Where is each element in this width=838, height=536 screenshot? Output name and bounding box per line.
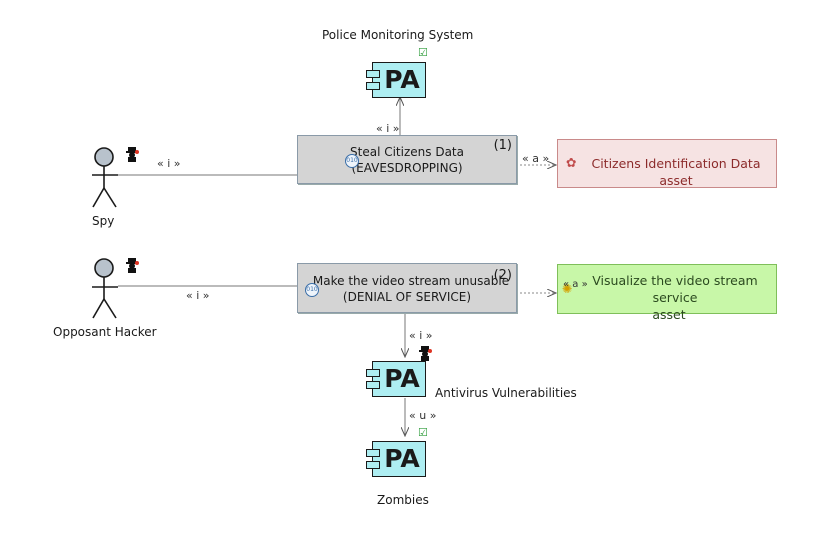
dos-to-antivirus-stereotype: « i » bbox=[409, 329, 433, 342]
police-component-title: Police Monitoring System bbox=[322, 28, 474, 42]
steal-to-police-stereotype: « i » bbox=[376, 122, 400, 135]
antivirus-component-title: Antivirus Vulnerabilities bbox=[435, 386, 577, 400]
asset-label-line1: Visualize the video stream service bbox=[592, 273, 758, 305]
asset-label: Citizens Identification Data asset bbox=[591, 156, 761, 188]
component-label: PA bbox=[384, 444, 420, 473]
action-number: (2) bbox=[493, 268, 512, 283]
citizens-data-asset[interactable]: ✿ Citizens Identification Data asset bbox=[557, 139, 777, 188]
police-component[interactable]: PA bbox=[366, 62, 426, 98]
action-subtitle: (DENIAL OF SERVICE) bbox=[342, 290, 472, 304]
hacker-figure[interactable] bbox=[92, 258, 118, 319]
component-port-icon bbox=[366, 449, 380, 457]
denial-of-service-action[interactable]: 010 (2) Make the video stream unusable (… bbox=[297, 263, 517, 313]
spy-figure[interactable] bbox=[92, 147, 118, 208]
hacker-icon bbox=[126, 147, 139, 162]
zombies-component[interactable]: PA bbox=[366, 441, 426, 477]
asset-flower-icon: ✿ bbox=[566, 155, 577, 170]
component-label: PA bbox=[384, 65, 420, 94]
antivirus-component[interactable]: PA bbox=[366, 361, 426, 397]
component-label: PA bbox=[384, 364, 420, 393]
binary-icon: 010 bbox=[305, 283, 319, 297]
hacker-icon bbox=[126, 258, 139, 273]
zombies-component-title: Zombies bbox=[377, 493, 429, 507]
check-icon: ☑ bbox=[418, 426, 428, 439]
component-port-icon bbox=[366, 369, 380, 377]
action-number: (1) bbox=[493, 138, 512, 153]
asset-sun-icon: ✺ bbox=[562, 281, 573, 296]
check-icon: ☑ bbox=[418, 46, 428, 59]
binary-icon: 010 bbox=[345, 154, 359, 168]
hacker-actor-name: Opposant Hacker bbox=[53, 325, 157, 339]
steal-to-citizens-stereotype: « a » bbox=[522, 152, 550, 165]
hacker-icon bbox=[419, 346, 432, 361]
steal-citizens-data-action[interactable]: 010 (1) Steal Citizens Data (EAVESDROPPI… bbox=[297, 135, 517, 184]
hacker-to-dos-stereotype: « i » bbox=[186, 289, 210, 302]
action-title: Steal Citizens Data bbox=[350, 145, 464, 159]
action-subtitle: (EAVESDROPPING) bbox=[351, 161, 463, 175]
component-port-icon bbox=[366, 82, 380, 90]
component-port-icon bbox=[366, 461, 380, 469]
dos-to-video-stereotype: « a » bbox=[563, 279, 588, 290]
component-port-icon bbox=[366, 381, 380, 389]
action-title: Make the video stream unusable bbox=[312, 274, 510, 288]
asset-label-line2: asset bbox=[652, 307, 686, 322]
spy-to-steal-stereotype: « i » bbox=[157, 157, 181, 170]
antivirus-to-zombies-stereotype: « u » bbox=[409, 409, 437, 422]
component-port-icon bbox=[366, 70, 380, 78]
video-stream-asset[interactable]: ✺ Visualize the video stream service ass… bbox=[557, 264, 777, 322]
spy-actor-name: Spy bbox=[92, 214, 115, 228]
